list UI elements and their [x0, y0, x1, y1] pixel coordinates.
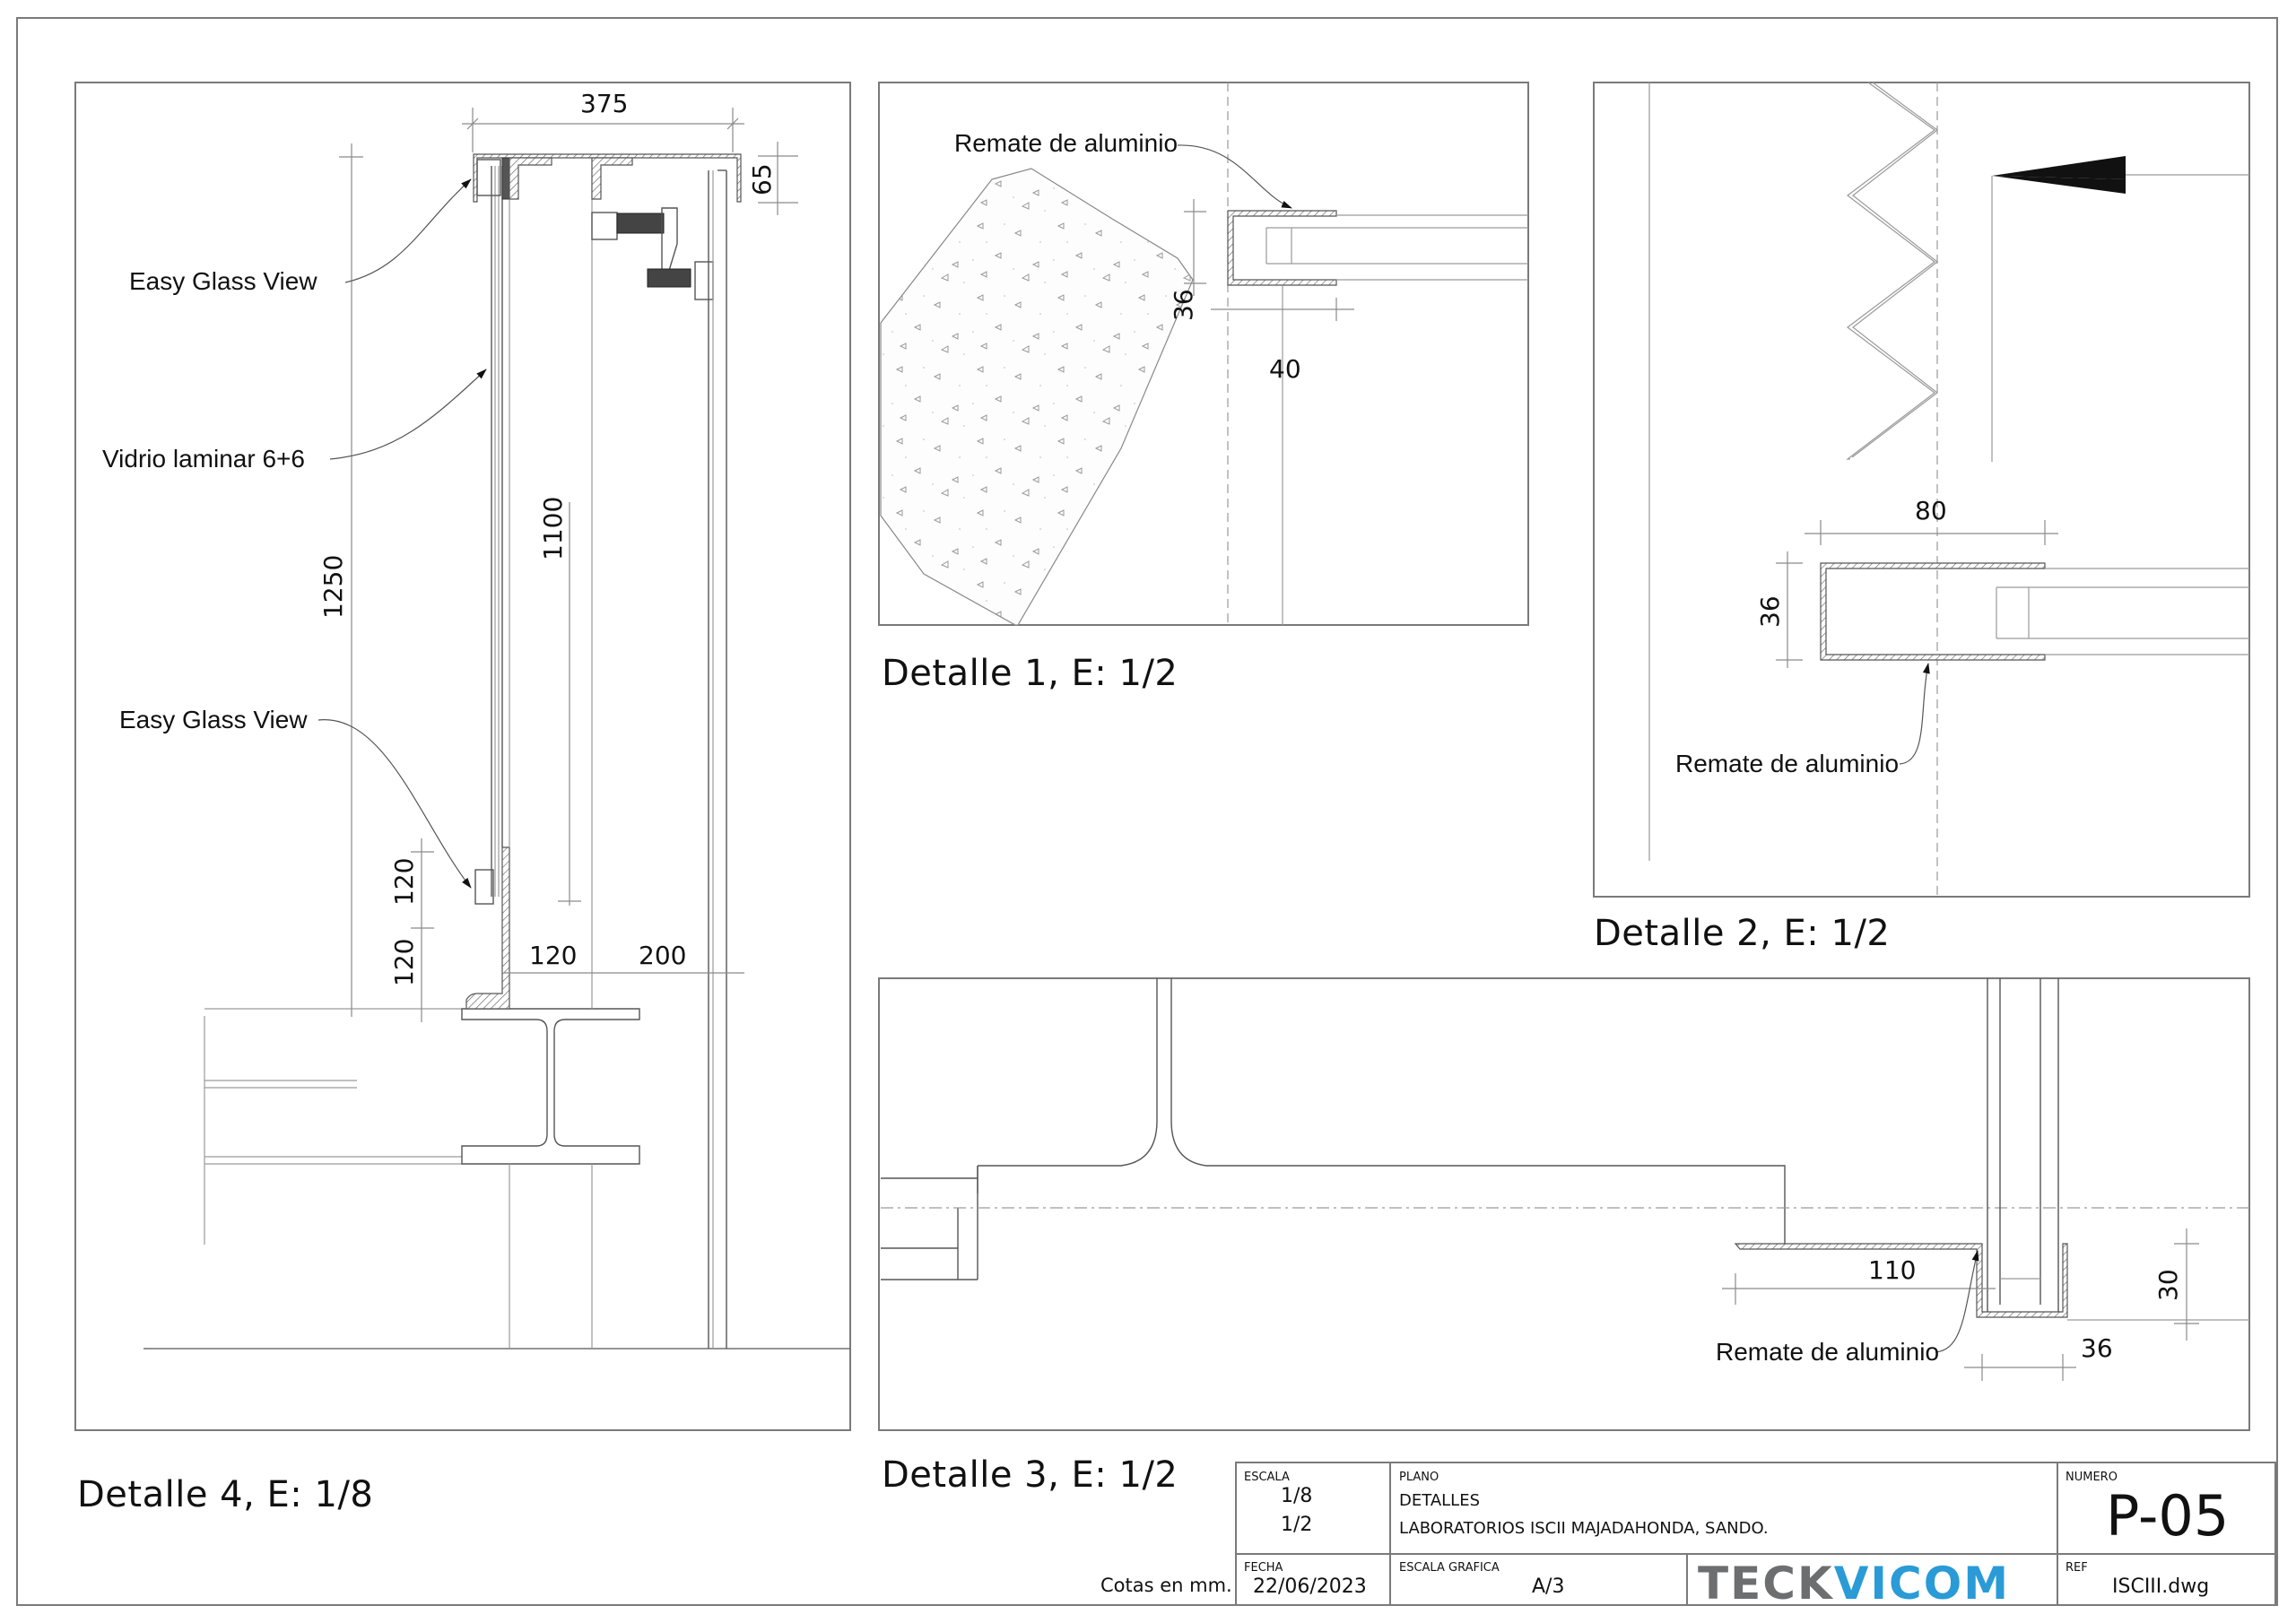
caption-detalle-1: Detalle 1, E: 1/2	[882, 653, 1178, 694]
label-remate-aluminio-3: Remate de aluminio	[1716, 1338, 1940, 1366]
dim-120-lower: 120	[389, 938, 419, 986]
numero-value: P-05	[2106, 1483, 2230, 1549]
escala-grafica-label: ESCALA GRAFICA	[1399, 1561, 1500, 1575]
caption-detalle-2: Detalle 2, E: 1/2	[1594, 913, 1891, 954]
leader-remate-3	[1935, 1250, 1979, 1353]
dim-375: 375	[580, 89, 629, 118]
fecha-value: 22/06/2023	[1253, 1575, 1367, 1598]
label-remate-aluminio-2: Remate de aluminio	[1675, 750, 1900, 777]
label-easy-glass-view-top: Easy Glass View	[129, 267, 317, 295]
title-block-grid	[1235, 1462, 2276, 1606]
ref-value: ISCIII.dwg	[2112, 1575, 2210, 1598]
dim-80-d2: 80	[1915, 496, 1947, 525]
dim-200-horizontal: 200	[639, 941, 687, 970]
teckvicom-logo: TECKVICOM	[1698, 1561, 2010, 1606]
i-beam	[461, 1008, 640, 1165]
caption-detalle-4: Detalle 4, E: 1/8	[77, 1474, 374, 1515]
units-note: Cotas en mm.	[1100, 1575, 1232, 1596]
detail-1-frame	[878, 82, 1529, 626]
section-arrow	[1992, 156, 2126, 179]
dim-120-horizontal: 120	[529, 941, 578, 970]
ref-label: REF	[2066, 1561, 2088, 1575]
easy-glass-clamp-bottom	[474, 869, 494, 905]
plano-title: DETALLES	[1399, 1491, 1480, 1510]
alu-trim-3	[1734, 1243, 2068, 1318]
dim-30-d3: 30	[2153, 1269, 2183, 1301]
dim-65: 65	[747, 163, 777, 195]
dim-40-d1: 40	[1269, 354, 1301, 384]
alu-trim-1	[1227, 210, 1337, 286]
base-angle	[465, 846, 510, 1010]
leader-easy-glass-bottom	[317, 719, 472, 889]
top-cap	[473, 153, 742, 203]
leader-remate-2	[1899, 663, 1930, 765]
leader-easy-glass-top	[344, 178, 472, 283]
plano-project: LABORATORIOS ISCII MAJADAHONDA, SANDO.	[1399, 1519, 1769, 1538]
i-beam-plan	[977, 978, 1786, 1244]
dim-110-d3: 110	[1868, 1255, 1917, 1285]
dim-36-d3: 36	[2081, 1333, 2113, 1363]
detail-4-drawing	[74, 82, 851, 1431]
label-remate-aluminio-1: Remate de aluminio	[954, 129, 1178, 157]
dim-36-d1: 36	[1169, 289, 1198, 321]
escala-label: ESCALA	[1244, 1471, 1290, 1484]
escala-value-2: 1/2	[1281, 1514, 1313, 1536]
logo-part-teck: TECK	[1698, 1558, 1834, 1610]
dim-120-upper: 120	[389, 857, 419, 906]
concrete-block	[880, 168, 1194, 626]
detail-3-frame	[878, 977, 2250, 1431]
leader-remate-1	[1177, 144, 1292, 209]
detail-4-frame	[74, 82, 851, 1431]
dim-36-d2: 36	[1755, 595, 1785, 628]
numero-label: NUMERO	[2066, 1471, 2118, 1484]
detail-2-drawing	[1593, 82, 2250, 898]
escala-grafica-value: A/3	[1532, 1575, 1565, 1598]
sheet-border	[16, 17, 2278, 1606]
detail-2-frame	[1593, 82, 2250, 898]
logo-part-vicom: VICOM	[1833, 1558, 2010, 1610]
easy-glass-clamp-top	[476, 159, 501, 196]
leader-vidrio	[329, 369, 487, 460]
caption-detalle-3: Detalle 3, E: 1/2	[882, 1454, 1178, 1496]
plano-label: PLANO	[1399, 1471, 1439, 1484]
detail-1-drawing	[878, 82, 1529, 626]
fecha-label: FECHA	[1244, 1561, 1283, 1575]
dim-1250: 1250	[318, 554, 348, 619]
label-easy-glass-view-bottom: Easy Glass View	[119, 706, 308, 733]
escala-value-1: 1/8	[1281, 1485, 1313, 1507]
dim-1100: 1100	[538, 496, 568, 560]
alu-trim-2	[1820, 562, 2046, 661]
detail-3-drawing	[878, 977, 2250, 1431]
zigzag-break	[1846, 82, 1936, 460]
label-vidrio-laminar: Vidrio laminar 6+6	[102, 445, 305, 473]
